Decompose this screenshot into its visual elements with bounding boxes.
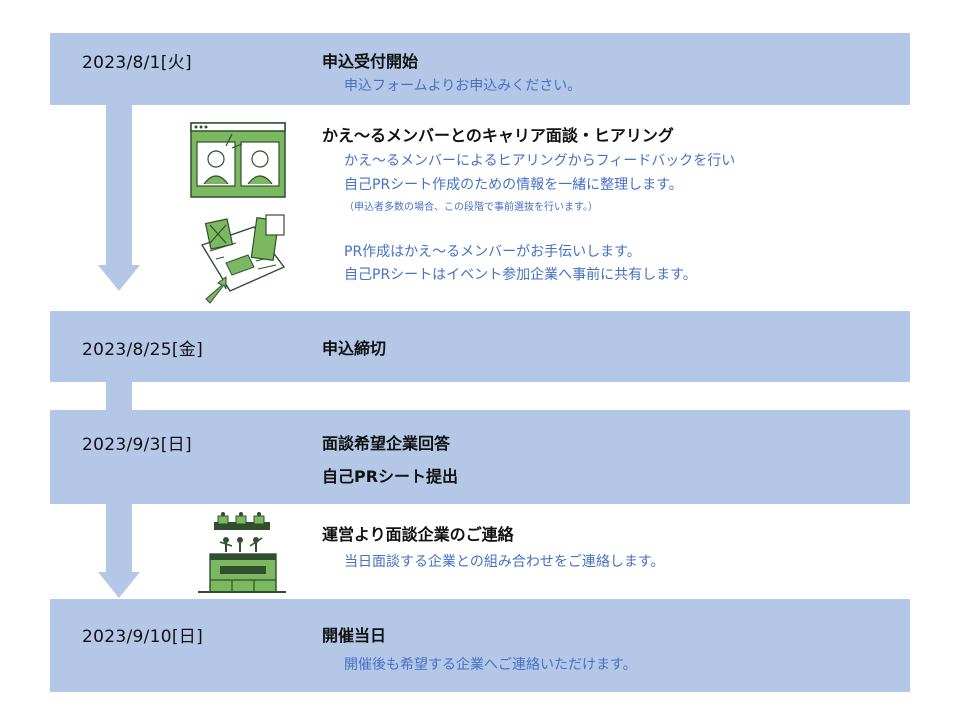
step-small-note: （申込者多数の場合、この段階で事前選抜を行います。） bbox=[344, 202, 598, 213]
milestone-title: 申込締切 bbox=[322, 339, 387, 358]
video-call-icon bbox=[190, 122, 286, 198]
step-title: かえ～るメンバーとのキャリア面談・ヒアリング bbox=[322, 126, 674, 145]
step-line: 当日面談する企業との組み合わせをご連絡します。 bbox=[344, 554, 665, 570]
milestone-title: 面談希望企業回答 bbox=[322, 434, 451, 453]
milestone-band-4: 2023/9/10[日] 開催当日 開催後も希望する企業へご連絡いただけます。 bbox=[50, 599, 910, 692]
milestone-note: 開催後も希望する企業へご連絡いただけます。 bbox=[344, 657, 637, 673]
step-line: かえ～るメンバーによるヒアリングからフィードバックを行い bbox=[344, 153, 736, 169]
milestone-subtitle: 自己PRシート提出 bbox=[322, 467, 459, 486]
arrow-down-icon bbox=[98, 572, 140, 598]
document-edit-icon bbox=[200, 214, 286, 304]
milestone-date: 2023/8/1[火] bbox=[82, 53, 192, 73]
arrow-down-icon bbox=[98, 265, 140, 291]
step-title: 運営より面談企業のご連絡 bbox=[322, 525, 514, 544]
team-meeting-icon bbox=[198, 512, 286, 593]
milestone-title: 申込受付開始 bbox=[322, 52, 419, 71]
connector-1 bbox=[106, 105, 132, 267]
connector-2 bbox=[106, 382, 132, 410]
connector-3 bbox=[106, 504, 132, 574]
step-line: 自己PRシートはイベント参加企業へ事前に共有します。 bbox=[344, 267, 697, 283]
milestone-band-3: 2023/9/3[日] 面談希望企業回答 自己PRシート提出 bbox=[50, 410, 910, 504]
milestone-band-1: 2023/8/1[火] 申込受付開始 申込フォームよりお申込みください。 bbox=[50, 33, 910, 105]
milestone-date: 2023/9/10[日] bbox=[82, 627, 204, 647]
step-line: PR作成はかえ～るメンバーがお手伝いします。 bbox=[344, 244, 641, 260]
milestone-note: 申込フォームよりお申込みください。 bbox=[344, 78, 582, 94]
milestone-title: 開催当日 bbox=[322, 626, 387, 645]
milestone-date: 2023/8/25[金] bbox=[82, 340, 204, 360]
milestone-date: 2023/9/3[日] bbox=[82, 435, 192, 455]
milestone-band-2: 2023/8/25[金] 申込締切 bbox=[50, 311, 910, 382]
step-line: 自己PRシート作成のための情報を一緒に整理します。 bbox=[344, 177, 683, 193]
